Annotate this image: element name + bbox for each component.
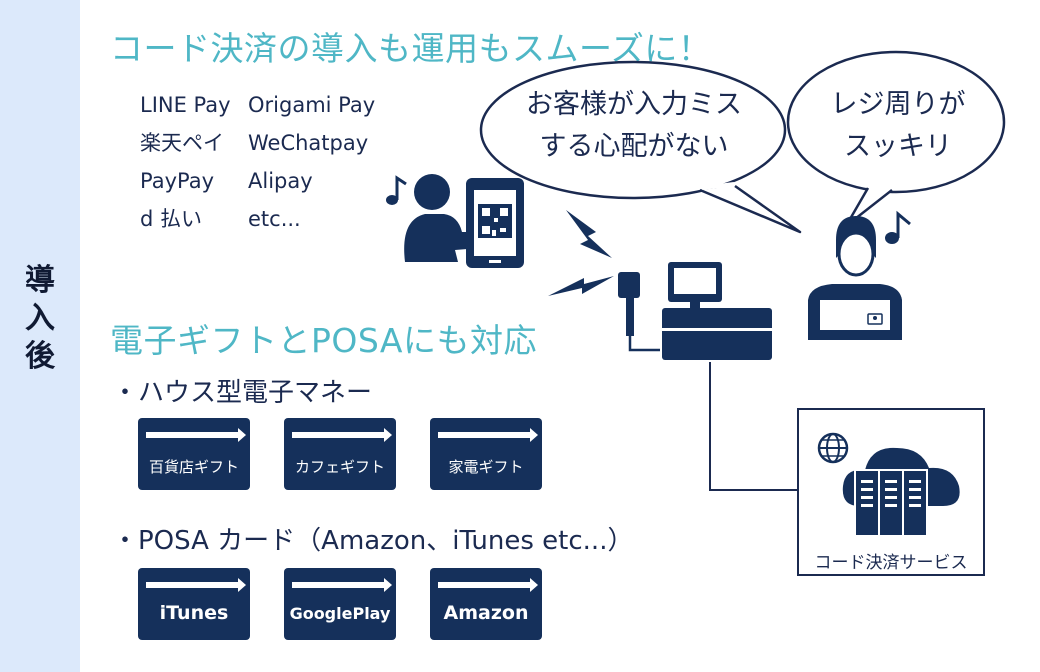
card-arrow-icon (238, 428, 246, 442)
card-label: GooglePlay (289, 604, 391, 623)
posa-bullet: ・POSA カード（Amazon、iTunes etc...） (112, 526, 634, 556)
card-stripe (438, 432, 530, 438)
house-money-bullet: ・ハウス型電子マネー (112, 378, 373, 408)
payment-method: Alipay (248, 169, 313, 193)
service-label: コード決済サービス (814, 553, 968, 573)
code-payment-service-box: コード決済サービス (797, 408, 985, 576)
pos-register-icon (618, 262, 772, 360)
card-arrow-icon (384, 578, 392, 592)
sidebar: 導 入 後 (0, 0, 80, 672)
payment-methods-list: LINE Pay Origami Pay 楽天ペイ WeChatpay PayP… (140, 90, 388, 234)
register-bubble-text: レジ周りが スッキリ (800, 84, 996, 168)
music-note-icon (885, 210, 911, 244)
scan-signal-icon (566, 210, 612, 258)
card-label: Amazon (443, 602, 529, 624)
customer-speech-bubble (479, 60, 802, 234)
sidebar-char-2: 入 (25, 301, 55, 336)
sidebar-char-1: 導 (25, 263, 55, 298)
posa-card-googleplay: GooglePlay (284, 568, 396, 640)
payment-method: 楽天ペイ (140, 131, 224, 155)
card-label: 百貨店ギフト (148, 458, 239, 476)
smartphone-qr-icon (466, 178, 524, 268)
payment-method: d 払い (140, 207, 203, 231)
bubble-line: する心配がない (539, 131, 729, 162)
payment-method: WeChatpay (248, 131, 369, 155)
bubble-line: レジ周りが (830, 89, 966, 120)
clerk-icon (808, 216, 902, 340)
gift-card-department-store: 百貨店ギフト (138, 418, 250, 490)
card-label: iTunes (159, 602, 229, 624)
gift-heading: 電子ギフトとPOSAにも対応 (110, 321, 538, 360)
cloud-server-icon (817, 432, 960, 537)
register-speech-bubble (786, 50, 1006, 228)
sidebar-char-3: 後 (25, 339, 55, 374)
card-arrow-icon (530, 428, 538, 442)
connection-line (709, 362, 798, 491)
posa-card-amazon: Amazon (430, 568, 542, 640)
card-stripe (146, 582, 238, 588)
payment-method: LINE Pay (140, 93, 231, 117)
bubble-line: お客様が入力ミス (526, 89, 742, 120)
payment-method: etc... (248, 207, 301, 231)
card-label: 家電ギフト (448, 458, 524, 476)
customer-icon (404, 174, 480, 262)
customer-bubble-text: お客様が入力ミス する心配がない (494, 84, 774, 168)
card-stripe (438, 582, 530, 588)
gift-card-appliance: 家電ギフト (430, 418, 542, 490)
card-arrow-icon (530, 578, 538, 592)
card-stripe (292, 432, 384, 438)
bubble-line: スッキリ (844, 131, 952, 162)
globe-icon (817, 432, 849, 464)
sidebar-label: 導 入 後 (0, 262, 80, 376)
card-arrow-icon (384, 428, 392, 442)
card-stripe (146, 432, 238, 438)
music-note-icon (386, 175, 407, 205)
posa-card-itunes: iTunes (138, 568, 250, 640)
payment-method: Origami Pay (248, 93, 376, 117)
scan-signal-icon (548, 276, 614, 296)
card-arrow-icon (238, 578, 246, 592)
card-stripe (292, 582, 384, 588)
gift-card-cafe: カフェギフト (284, 418, 396, 490)
card-label: カフェギフト (294, 458, 385, 476)
payment-method: PayPay (140, 169, 215, 193)
